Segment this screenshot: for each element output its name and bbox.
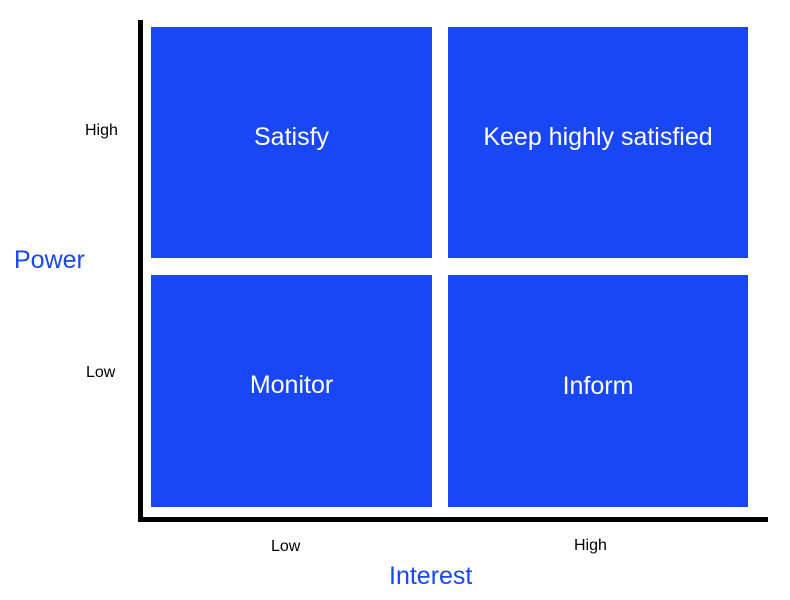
x-axis-line: [138, 517, 768, 522]
quadrant-satisfy: Satisfy: [151, 27, 432, 258]
x-tick-high: High: [574, 537, 607, 554]
y-tick-low: Low: [86, 364, 116, 381]
quadrant-inform: Inform: [448, 275, 748, 507]
x-axis-title: Interest: [389, 562, 473, 590]
y-axis-line: [138, 20, 143, 522]
y-axis-title: Power: [14, 246, 85, 274]
quadrant-satisfy-label: Satisfy: [253, 123, 330, 151]
x-tick-low: Low: [271, 538, 301, 555]
quadrant-inform-label: Inform: [562, 372, 634, 400]
quadrant-keep-highly-satisfied: Keep highly satisfied: [448, 27, 748, 258]
quadrant-monitor-label: Monitor: [249, 371, 334, 399]
quadrant-monitor: Monitor: [151, 275, 432, 507]
quadrant-keep-highly-satisfied-label: Keep highly satisfied: [483, 123, 713, 151]
y-tick-high: High: [85, 122, 118, 139]
